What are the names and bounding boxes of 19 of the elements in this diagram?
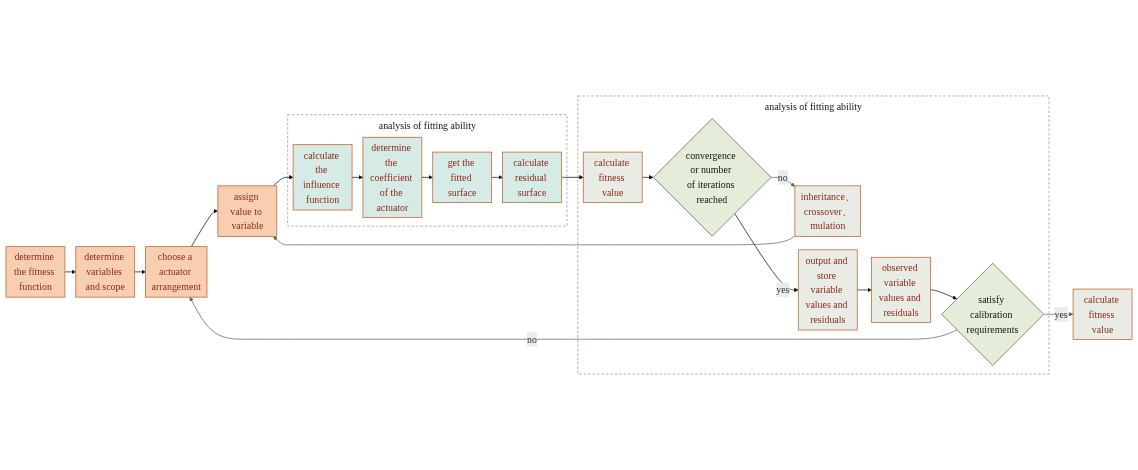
edge-label: yes — [1054, 308, 1068, 320]
node-box: observed variable values and residuals — [871, 256, 931, 323]
node-box: choose a actuator arrangement — [145, 246, 208, 298]
node-box: determine variables and scope — [75, 246, 136, 298]
node-box: determine the coefficient of the actuator — [362, 136, 423, 218]
node-box: calculate the influence function — [292, 144, 353, 211]
node-box: output and store variable values and residuals — [797, 249, 858, 331]
edge-label: no — [527, 333, 537, 345]
node-box: get the fitted surface — [432, 151, 493, 203]
node-box: calculate fitness value — [1072, 288, 1133, 340]
node-box: assign value to variable — [217, 185, 278, 237]
edge-label: yes — [776, 284, 790, 296]
node-diamond: satisfy calibration requirements — [941, 262, 1045, 366]
node-box: determine the fitness function — [5, 246, 66, 298]
node-box: calculate fitness value — [582, 151, 643, 203]
node-box: calculate residual surface — [502, 151, 562, 203]
edge-label: no — [777, 171, 788, 183]
node-diamond: convergence or number of iterations reached — [652, 118, 772, 237]
node-box: inheritance、crossover、mulation — [794, 185, 861, 237]
